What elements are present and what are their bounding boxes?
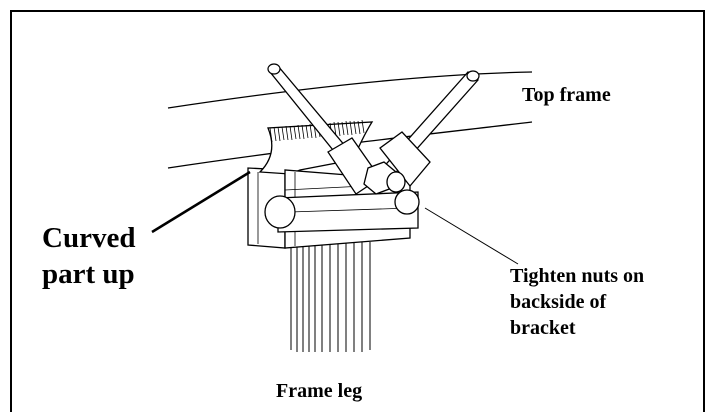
- frame-leg-rods: [290, 242, 371, 352]
- diagram-border: [10, 10, 705, 412]
- leader-line-tighten: [424, 207, 519, 265]
- label-tighten-nuts: Tighten nuts on backside of bracket: [510, 263, 644, 341]
- label-top-frame: Top frame: [522, 84, 611, 106]
- label-curved-line-1: Curved: [42, 222, 136, 254]
- left-bolt-head: [264, 195, 296, 229]
- label-tighten-line-2: backside of: [510, 291, 607, 313]
- label-tighten-line-1: Tighten nuts on: [510, 265, 645, 287]
- label-tighten-line-3: bracket: [510, 317, 576, 339]
- bracket-hatching: [269, 119, 365, 143]
- label-frame-leg: Frame leg: [276, 380, 363, 402]
- label-curved-part-up: Curved part up: [42, 220, 135, 293]
- center-bolt-end: [386, 171, 406, 193]
- label-curved-line-2: part up: [42, 258, 135, 291]
- right-bolt-head: [394, 189, 420, 215]
- leader-line-curved: [151, 170, 251, 234]
- top-frame-tube-upper-edge: [167, 71, 533, 109]
- top-frame-tube-lower-edge: [167, 121, 533, 169]
